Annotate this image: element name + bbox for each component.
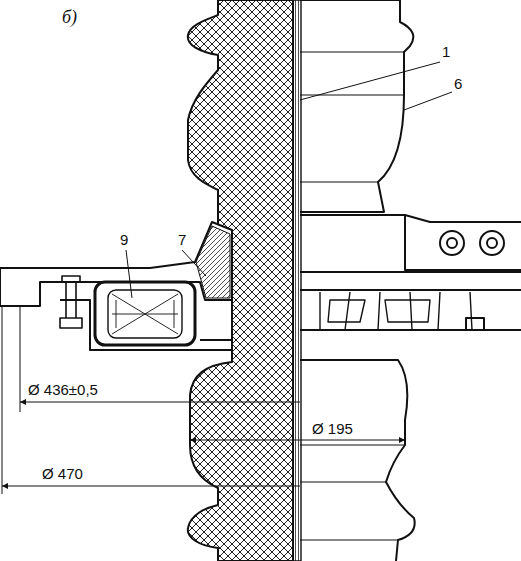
- dimension-text: Ø 436±0,5: [26, 382, 100, 397]
- flange-ribs: [320, 292, 472, 330]
- gasket-core: [108, 290, 182, 338]
- dimension-line: [2, 486, 300, 487]
- callout-number: 7: [176, 232, 188, 247]
- extension-line: [2, 306, 20, 494]
- porcelain-edge: [300, 52, 404, 182]
- conductor-tube: [293, 0, 301, 561]
- leader-line: [126, 62, 452, 298]
- dimension-text: Ø 470: [40, 466, 85, 481]
- bolt-hole: [480, 231, 504, 255]
- bolt-hole: [447, 238, 457, 248]
- callout-number: 9: [118, 232, 130, 247]
- callout-number: 1: [440, 44, 452, 59]
- flange-hatch: [196, 226, 230, 298]
- nut: [466, 318, 484, 330]
- bolt: [60, 276, 82, 328]
- flange-plate: [300, 215, 521, 330]
- gasket-core-lines: [112, 294, 178, 334]
- porcelain-section: [188, 0, 293, 561]
- porcelain-edge: [300, 445, 405, 540]
- porcelain-outline: [300, 0, 413, 212]
- porcelain-outline: [300, 360, 415, 561]
- gasket: [95, 282, 195, 345]
- dimension-line: [20, 402, 300, 403]
- callout-number: 6: [452, 76, 464, 91]
- bolt-hole: [440, 231, 464, 255]
- figure-letter: б): [60, 8, 79, 26]
- dimension-text: Ø 195: [310, 421, 355, 436]
- dimension-line: [190, 440, 405, 441]
- bolt-hole: [487, 238, 497, 248]
